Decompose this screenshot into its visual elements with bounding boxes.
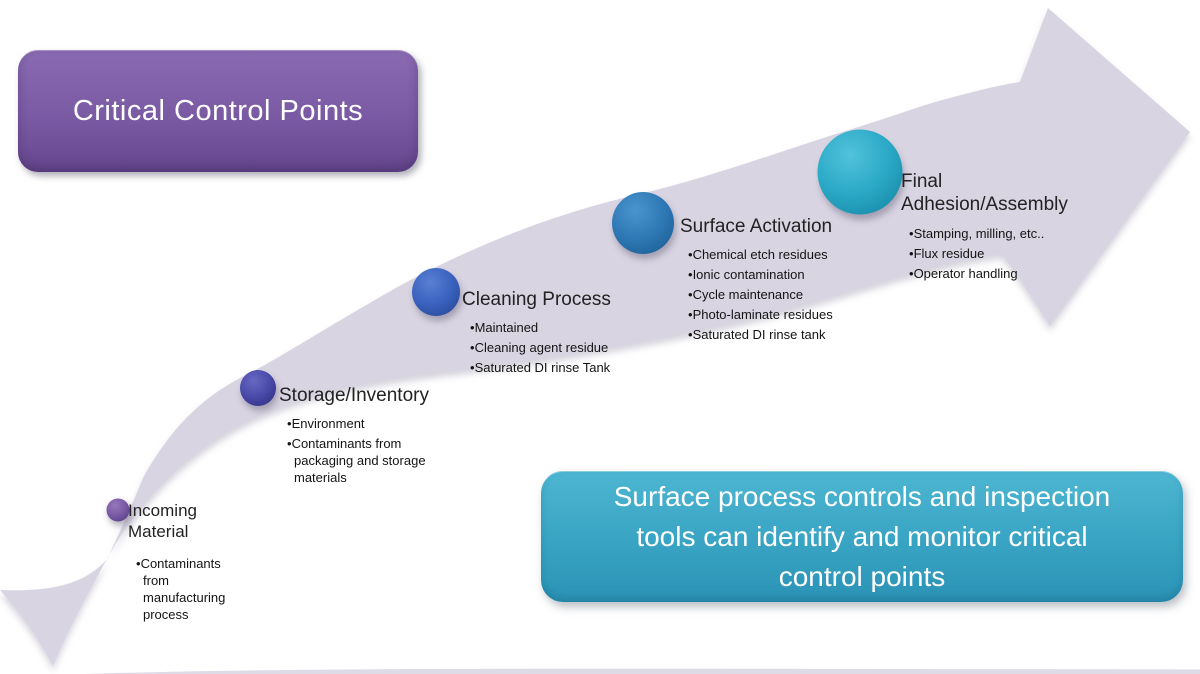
- critical-control-points-label: Critical Control Points: [72, 94, 364, 127]
- milestone-bullets-cleaning-process: Maintained Cleaning agent residue Satura…: [470, 320, 645, 380]
- bullet-item: Stamping, milling, etc..: [914, 226, 1099, 243]
- bullet-item: Contaminants from manufacturing process: [141, 556, 238, 624]
- bullet-item: Chemical etch residues: [693, 247, 873, 264]
- milestone-dot-incoming-material: [106, 498, 130, 522]
- milestone-dot-storage-inventory: [240, 370, 276, 406]
- milestone-title-surface-activation: Surface Activation: [680, 216, 833, 237]
- milestone-dot-surface-activation: [612, 192, 674, 254]
- milestone-bullets-surface-activation: Chemical etch residues Ionic contaminati…: [688, 247, 873, 346]
- bullet-item: Flux residue: [914, 246, 1099, 263]
- milestone-dot-final-adhesion: [817, 129, 903, 215]
- bullet-item: Cleaning agent residue: [475, 340, 645, 357]
- surface-process-callout-box: Surface process controls and inspection …: [541, 471, 1183, 602]
- bullet-item: Maintained: [475, 320, 645, 337]
- bullet-item: Photo-laminate residues: [693, 307, 873, 324]
- bottom-strip: [86, 668, 1200, 674]
- milestone-bullets-incoming-material: Contaminants from manufacturing process: [136, 556, 238, 627]
- milestone-bullets-storage-inventory: Environment Contaminants from packaging …: [287, 416, 447, 490]
- milestone-title-cleaning-process: Cleaning Process: [462, 289, 611, 310]
- milestone-title-storage-inventory: Storage/Inventory: [279, 385, 429, 406]
- milestone-title-final-adhesion-assembly: Final Adhesion/Assembly: [901, 171, 1068, 216]
- milestone-title-incoming-material: Incoming Material: [128, 501, 197, 542]
- callout-line: Surface process controls and inspection: [613, 480, 1111, 512]
- milestone-dot-cleaning-process: [412, 268, 460, 316]
- bullet-item: Environment: [292, 416, 447, 433]
- critical-control-points-box: Critical Control Points: [18, 50, 418, 172]
- bullet-item: Operator handling: [914, 266, 1099, 283]
- bullet-item: Ionic contamination: [693, 267, 873, 284]
- bullet-item: Saturated DI rinse Tank: [475, 360, 645, 377]
- callout-line: control points: [778, 560, 946, 592]
- bullet-item: Contaminants from packaging and storage …: [292, 436, 447, 487]
- callout-line: tools can identify and monitor critical: [636, 520, 1088, 552]
- bullet-item: Saturated DI rinse tank: [693, 327, 873, 344]
- bullet-item: Cycle maintenance: [693, 287, 873, 304]
- milestone-bullets-final-adhesion-assembly: Stamping, milling, etc.. Flux residue Op…: [909, 226, 1099, 286]
